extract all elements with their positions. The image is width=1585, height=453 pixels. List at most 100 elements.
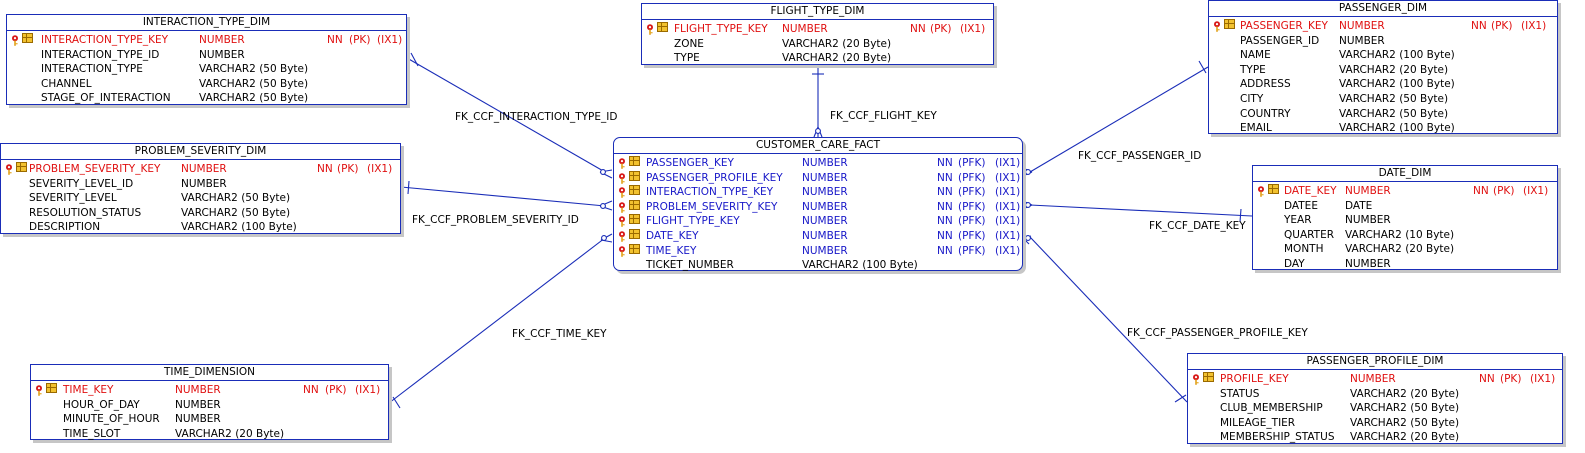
key-column-icons: [618, 156, 646, 170]
column-name: STAGE_OF_INTERACTION: [41, 92, 171, 105]
column-name: PROBLEM_SEVERITY_KEY: [29, 163, 161, 175]
column-type: VARCHAR2 (50 Byte): [199, 92, 309, 105]
column-key-flag: (PFK): [958, 171, 986, 184]
key-column-icons: [5, 162, 33, 176]
column-type: NUMBER: [802, 186, 848, 199]
column-name: RESOLUTION_STATUS: [29, 206, 142, 219]
column-nn: NN: [303, 384, 319, 396]
column-grid-icon: [16, 162, 27, 172]
rel-line-interaction-type: [406, 57, 606, 173]
column-index: (IX1): [995, 215, 1021, 228]
column-name: TYPE: [1240, 63, 1266, 76]
column-name: PASSENGER_KEY: [1240, 20, 1328, 32]
key-column-icons: [11, 33, 39, 47]
column-type: NUMBER: [782, 23, 828, 35]
key-icon: [6, 164, 12, 175]
table-title: INTERACTION_TYPE_DIM: [7, 15, 406, 31]
column-nn: NN: [937, 171, 953, 184]
column-name: FLIGHT_TYPE_KEY: [646, 215, 740, 228]
table-interaction-type-dim[interactable]: INTERACTION_TYPE_DIM INTERACTION_TYPE_KEY…: [6, 14, 407, 105]
column-type: NUMBER: [802, 244, 848, 257]
table-title: DATE_DIM: [1253, 166, 1557, 182]
column-grid-icon: [629, 243, 640, 254]
rel-line-passenger: [1029, 66, 1209, 173]
column-type: VARCHAR2 (100 Byte): [1339, 49, 1455, 62]
key-icon: [36, 385, 42, 396]
column-type: VARCHAR2 (20 Byte): [1339, 63, 1449, 76]
column-name: TIME_KEY: [63, 384, 114, 396]
column-row[interactable]: NAME VARCHAR2 (100 Byte): [1209, 48, 1557, 63]
column-nn: NN: [937, 244, 953, 257]
column-name: TIME_SLOT: [63, 427, 121, 440]
column-name: DATE_KEY: [1284, 185, 1337, 197]
column-row[interactable]: ZONE VARCHAR2 (20 Byte): [642, 37, 993, 52]
column-nn: NN: [317, 163, 333, 175]
column-index: (IX1): [1521, 20, 1547, 32]
rel-line-date: [1029, 204, 1253, 217]
column-type: NUMBER: [802, 200, 848, 213]
column-row[interactable]: STAGE_OF_INTERACTION VARCHAR2 (50 Byte): [7, 91, 406, 106]
column-type: VARCHAR2 (100 Byte): [1339, 78, 1455, 91]
column-type: VARCHAR2 (20 Byte): [782, 37, 892, 50]
column-name: ZONE: [674, 37, 704, 50]
column-row[interactable]: TYPE VARCHAR2 (20 Byte): [1209, 63, 1557, 78]
key-icon: [647, 24, 653, 35]
column-type: NUMBER: [1350, 373, 1396, 385]
key-column-icons: [618, 185, 646, 199]
column-index: (IX1): [1530, 373, 1556, 385]
table-title: PASSENGER_PROFILE_DIM: [1188, 354, 1562, 370]
column-grid-icon: [46, 383, 57, 393]
column-name: CLUB_MEMBERSHIP: [1220, 402, 1323, 415]
column-name: NAME: [1240, 49, 1271, 62]
table-title: TIME_DIMENSION: [31, 365, 388, 381]
column-key-flag: (PFK): [958, 229, 986, 242]
